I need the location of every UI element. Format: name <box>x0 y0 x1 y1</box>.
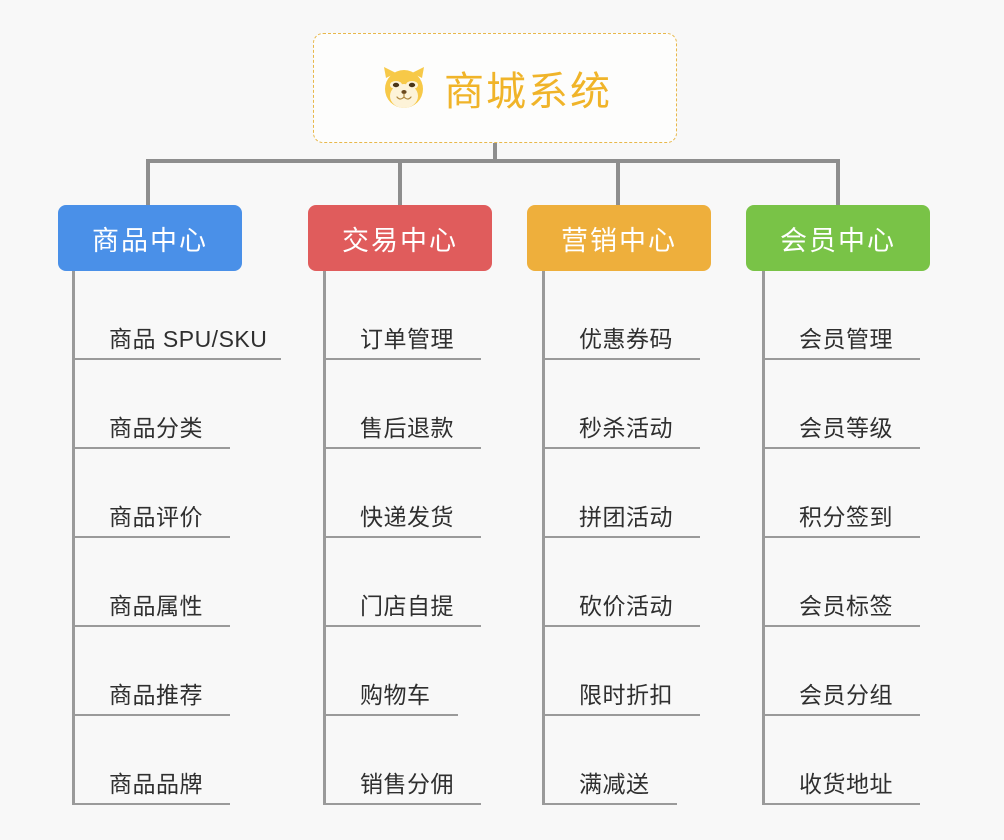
sub-item-label: 积分签到 <box>799 504 893 530</box>
sub-item-label: 拼团活动 <box>579 504 673 530</box>
sub-item-underline <box>326 447 481 449</box>
sub-item-underline <box>545 625 700 627</box>
sub-item-underline <box>326 714 458 716</box>
connector-drop-2 <box>398 159 402 207</box>
sub-item-underline <box>326 625 481 627</box>
sub-item-label: 购物车 <box>360 682 431 708</box>
sub-item-label: 限时折扣 <box>579 682 673 708</box>
sub-item-underline <box>765 536 920 538</box>
sub-item-label: 快递发货 <box>360 504 454 530</box>
sub-item[interactable]: 会员等级 <box>765 360 920 449</box>
sub-item-label: 商品 SPU/SKU <box>109 326 268 352</box>
sub-item-label: 商品分类 <box>109 415 203 441</box>
column-spine <box>542 271 545 805</box>
sub-item-label: 秒杀活动 <box>579 415 673 441</box>
category-label: 交易中心 <box>342 225 458 256</box>
sub-item[interactable]: 收货地址 <box>765 716 920 805</box>
sub-item[interactable]: 会员管理 <box>765 271 920 360</box>
sub-item[interactable]: 满减送 <box>545 716 677 805</box>
shiba-dog-icon <box>378 62 430 114</box>
sub-item[interactable]: 销售分佣 <box>326 716 481 805</box>
sub-item-underline <box>326 358 481 360</box>
sub-item[interactable]: 优惠券码 <box>545 271 700 360</box>
sub-item[interactable]: 拼团活动 <box>545 449 700 538</box>
sub-item-label: 订单管理 <box>360 326 454 352</box>
category-box-1[interactable]: 商品中心 <box>58 205 242 271</box>
sub-item-underline <box>545 714 700 716</box>
column-spine <box>72 271 75 805</box>
sub-item-label: 会员分组 <box>799 682 893 708</box>
category-box-4[interactable]: 会员中心 <box>746 205 930 271</box>
sub-item[interactable]: 商品 SPU/SKU <box>75 271 281 360</box>
sub-item[interactable]: 售后退款 <box>326 360 481 449</box>
sub-item[interactable]: 商品评价 <box>75 449 230 538</box>
column-spine <box>323 271 326 805</box>
column-spine <box>762 271 765 805</box>
category-label: 会员中心 <box>780 225 896 256</box>
sub-item-label: 门店自提 <box>360 593 454 619</box>
sub-item[interactable]: 订单管理 <box>326 271 481 360</box>
sub-item-underline <box>545 803 677 805</box>
sub-item-label: 收货地址 <box>799 771 893 797</box>
sub-item-underline <box>545 536 700 538</box>
root-title: 商城系统 <box>444 70 612 114</box>
sub-item-underline <box>75 536 230 538</box>
sub-item-label: 商品评价 <box>109 504 203 530</box>
sub-item-label: 商品推荐 <box>109 682 203 708</box>
sub-item-label: 售后退款 <box>360 415 454 441</box>
sub-item[interactable]: 快递发货 <box>326 449 481 538</box>
sub-item[interactable]: 商品分类 <box>75 360 230 449</box>
sub-item-label: 会员管理 <box>799 326 893 352</box>
sub-item-label: 满减送 <box>579 771 650 797</box>
sub-item[interactable]: 会员标签 <box>765 538 920 627</box>
category-label: 商品中心 <box>92 225 208 256</box>
sub-item-underline <box>326 536 481 538</box>
sub-item[interactable]: 门店自提 <box>326 538 481 627</box>
sub-item-underline <box>545 358 700 360</box>
sub-item-underline <box>765 447 920 449</box>
sub-item-label: 商品属性 <box>109 593 203 619</box>
category-box-3[interactable]: 营销中心 <box>527 205 711 271</box>
category-box-2[interactable]: 交易中心 <box>308 205 492 271</box>
sub-item-underline <box>75 447 230 449</box>
sub-item-underline <box>75 714 230 716</box>
sub-item[interactable]: 积分签到 <box>765 449 920 538</box>
connector-drop-1 <box>146 159 150 207</box>
connector-root-stem <box>493 143 497 163</box>
root-node[interactable]: 商城系统 <box>313 33 677 143</box>
sub-item-underline <box>765 358 920 360</box>
sub-item-label: 优惠券码 <box>579 326 673 352</box>
connector-drop-3 <box>616 159 620 207</box>
sub-item[interactable]: 商品品牌 <box>75 716 230 805</box>
sub-item[interactable]: 秒杀活动 <box>545 360 700 449</box>
sub-item-underline <box>545 447 700 449</box>
sub-item-underline <box>326 803 481 805</box>
category-label: 营销中心 <box>561 225 677 256</box>
sub-item-underline <box>765 714 920 716</box>
sub-item[interactable]: 购物车 <box>326 627 458 716</box>
sub-item-underline <box>75 358 281 360</box>
sub-item[interactable]: 砍价活动 <box>545 538 700 627</box>
sub-item-label: 商品品牌 <box>109 771 203 797</box>
sub-item[interactable]: 商品推荐 <box>75 627 230 716</box>
sub-item-underline <box>75 625 230 627</box>
sub-item-label: 会员标签 <box>799 593 893 619</box>
connector-bus-bar <box>148 159 840 163</box>
sub-item-underline <box>765 803 920 805</box>
sub-item[interactable]: 会员分组 <box>765 627 920 716</box>
sub-item-label: 会员等级 <box>799 415 893 441</box>
sub-item-underline <box>75 803 230 805</box>
sub-item-label: 砍价活动 <box>579 593 673 619</box>
connector-drop-4 <box>836 159 840 207</box>
sub-item-label: 销售分佣 <box>360 771 454 797</box>
sub-item[interactable]: 限时折扣 <box>545 627 700 716</box>
sub-item[interactable]: 商品属性 <box>75 538 230 627</box>
sub-item-underline <box>765 625 920 627</box>
